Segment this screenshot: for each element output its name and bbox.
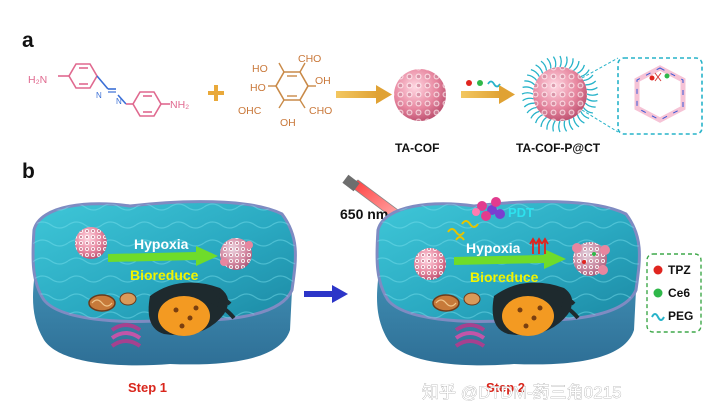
peg-chain <box>568 58 574 70</box>
peg-chain <box>540 116 547 127</box>
bioreduce-text-1: Bioreduce <box>130 267 199 283</box>
legend-peg: PEG <box>668 309 693 323</box>
oxygen-wiggles <box>447 220 479 241</box>
bioreduce-arrow-2 <box>454 249 566 269</box>
panel-a-letter: a <box>22 29 34 52</box>
ho-upper-left: HO <box>252 63 268 75</box>
cell-step-1: Hypoxia Bioreduce <box>31 200 297 366</box>
amine-right-label: NH₂ <box>170 99 189 111</box>
peg-chain <box>580 69 590 78</box>
peg-chain <box>576 114 585 124</box>
hypoxia-text-1: Hypoxia <box>134 236 189 252</box>
legend: TPZ Ce6 PEG <box>646 253 702 333</box>
ta-cof-p-ct-nanoparticle <box>521 55 599 133</box>
legend-tpz: TPZ <box>668 263 691 277</box>
peg-squiggle <box>487 80 501 88</box>
peg-chain <box>572 117 580 128</box>
peg-chain <box>580 111 590 120</box>
peg-chain <box>563 120 568 132</box>
peg-chain <box>577 64 586 74</box>
peg-chain <box>521 92 534 95</box>
synthesis-arrow <box>336 85 392 104</box>
bioreduce-arrow-1 <box>108 246 218 266</box>
peg-chain <box>523 102 535 108</box>
mitochondria-1 <box>88 292 137 312</box>
golgi-2 <box>454 323 486 348</box>
peg-chain <box>540 60 548 71</box>
tpz-dot <box>466 80 472 86</box>
peg-chain <box>586 86 598 91</box>
nucleus-2 <box>492 282 580 336</box>
peg-chain <box>552 56 557 68</box>
pdt-text: PDT <box>508 205 534 220</box>
mitochondria-2 <box>432 292 481 312</box>
peg-chain <box>559 55 562 68</box>
peg-chain <box>524 80 536 86</box>
bioreduce-text-2: Bioreduce <box>470 269 539 285</box>
azobenzene-diamine-structure: H₂N N N NH₂ <box>28 63 189 117</box>
pore-zoom-inset <box>581 57 703 135</box>
peg-chain <box>568 119 574 131</box>
svg-text:N: N <box>116 97 122 106</box>
peg-chain <box>583 74 594 82</box>
peg-chain <box>546 57 552 69</box>
nucleus-1 <box>148 282 236 336</box>
legend-peg-marker <box>651 313 665 321</box>
degrading-cof-1 <box>220 238 253 270</box>
ohc-lower-left: OHC <box>238 105 262 117</box>
golgi-1 <box>110 323 142 348</box>
step-2-label: Step 2 <box>486 380 525 395</box>
progression-arrow <box>304 285 348 303</box>
aldehyde-monomer-structure: CHO HO OH HO OHC CHO OH <box>238 53 332 129</box>
ta-cof-nanoparticle <box>394 69 446 121</box>
hypoxia-text-2: Hypoxia <box>466 240 521 256</box>
hypoxia-increase-arrows <box>529 237 549 254</box>
peg-chain <box>546 118 552 130</box>
peg-chain <box>526 106 537 114</box>
degrading-cof-2 <box>572 242 610 276</box>
amine-left-label: H₂N <box>28 74 47 86</box>
peg-chain <box>527 74 538 81</box>
ta-cof-p-ct-label: TA-COF-P@CT <box>516 141 601 155</box>
peg-chain <box>573 61 580 72</box>
peg-chain <box>530 110 540 119</box>
peg-chain <box>585 80 597 86</box>
cho-top: CHO <box>298 53 321 65</box>
cell-step-2: PDT Hypoxia Bioreduce <box>375 197 641 366</box>
peg-chain <box>564 56 568 68</box>
peg-chain <box>586 98 598 102</box>
panel-b-letter: b <box>22 160 35 183</box>
legend-ce6-marker <box>653 288 663 298</box>
peg-chain <box>582 107 593 114</box>
peg-chain <box>534 114 543 124</box>
plus-sign <box>208 85 224 101</box>
ros-cluster <box>472 197 505 221</box>
oh-right: OH <box>315 75 331 87</box>
peg-chain <box>535 64 544 74</box>
peg-chain <box>586 93 599 96</box>
ta-cof-label: TA-COF <box>395 141 439 155</box>
ho-left: HO <box>250 82 266 94</box>
laser-wavelength-label: 650 nm <box>340 206 388 222</box>
legend-ce6: Ce6 <box>668 286 690 300</box>
cho-lower-right: CHO <box>309 105 332 117</box>
loading-arrow <box>461 80 515 104</box>
peg-chain <box>584 102 596 108</box>
peg-chain <box>552 120 556 132</box>
ce6-dot <box>477 80 483 86</box>
peg-chain <box>522 97 534 102</box>
peg-chain <box>522 86 534 90</box>
oh-bottom: OH <box>280 117 296 129</box>
svg-text:N: N <box>96 91 102 100</box>
step-1-label: Step 1 <box>128 380 167 395</box>
watermark: 知乎 @DTDM-药三角0215 <box>422 383 622 402</box>
legend-tpz-marker <box>653 265 663 275</box>
peg-chain <box>530 68 540 77</box>
peg-chain <box>558 120 561 133</box>
